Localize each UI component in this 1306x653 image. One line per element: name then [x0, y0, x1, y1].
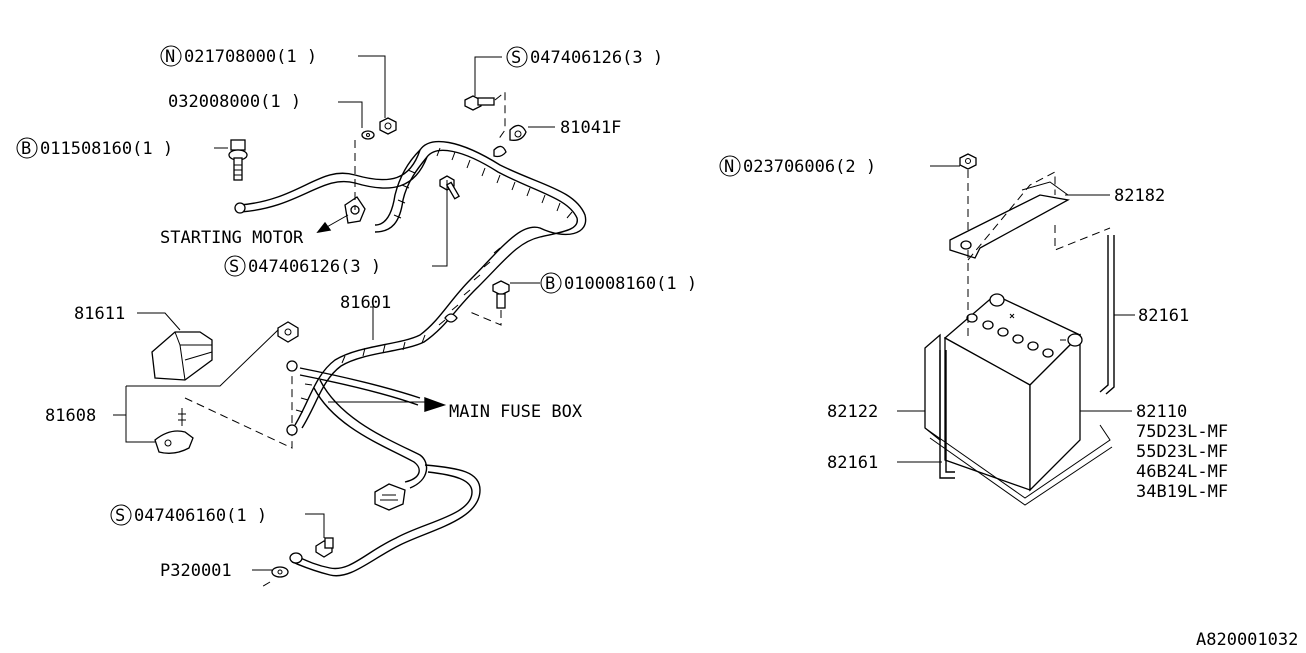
- label-battery-34b19l: 34B19L-MF: [1136, 482, 1228, 502]
- marker-b-010008160: B: [540, 272, 562, 294]
- part-p320001: [271, 552, 303, 578]
- cover-81611: [151, 331, 213, 381]
- ground-terminal: [374, 483, 406, 511]
- marker-s-047406126-top: S: [506, 46, 528, 68]
- marker-n-023706006: N: [719, 155, 741, 177]
- marker-n-021708000: N: [160, 45, 182, 67]
- battery-82110: [943, 293, 1083, 492]
- clip-81041f: [493, 124, 527, 158]
- marker-s-047406160: S: [110, 504, 132, 526]
- svg-text:S: S: [229, 257, 239, 277]
- leader-lines-left: [113, 55, 555, 571]
- label-p320001: P320001: [160, 561, 232, 581]
- label-81041f: 81041F: [560, 118, 621, 138]
- label-047406126-mid: 047406126(3 ): [248, 257, 381, 277]
- bolt-010008160: [492, 280, 510, 309]
- svg-text:S: S: [115, 506, 125, 526]
- figure-code: A820001032: [1196, 630, 1298, 650]
- starting-motor-terminal: [234, 196, 366, 233]
- battery-cable-harness: [239, 140, 587, 577]
- label-battery-46b24l: 46B24L-MF: [1136, 462, 1228, 482]
- washer-032008000: [361, 130, 375, 140]
- terminal-nut-top: [277, 321, 299, 436]
- tray-82122: [924, 333, 1113, 506]
- label-021708000: 021708000(1 ): [184, 47, 317, 67]
- label-82161-right: 82161: [1138, 306, 1189, 326]
- label-starting-motor: STARTING MOTOR: [160, 228, 304, 248]
- svg-text:B: B: [545, 274, 555, 294]
- marker-b-011508160: B: [16, 137, 38, 159]
- bracket-82182: [949, 181, 1070, 259]
- marker-s-047406126-mid: S: [224, 255, 246, 277]
- svg-text:N: N: [724, 157, 734, 177]
- label-010008160: 010008160(1 ): [564, 274, 697, 294]
- label-battery-75d23l: 75D23L-MF: [1136, 422, 1228, 442]
- label-047406160: 047406160(1 ): [134, 506, 267, 526]
- bolt-047406126-mid: [439, 175, 460, 200]
- bolt-047406126-top: [464, 95, 495, 111]
- nut-021708000: [379, 117, 397, 135]
- bolt-047406160: [315, 537, 334, 558]
- label-battery-55d23l: 55D23L-MF: [1136, 442, 1228, 462]
- terminal-clamp-81608: [154, 408, 194, 454]
- rod-82161-right: [1099, 235, 1115, 395]
- nut-023706006: [959, 153, 977, 170]
- svg-text:S: S: [511, 48, 521, 68]
- label-047406126-top: 047406126(3 ): [530, 48, 663, 68]
- label-82122: 82122: [827, 402, 878, 422]
- label-81611: 81611: [74, 304, 125, 324]
- label-81608: 81608: [45, 406, 96, 426]
- label-82161-left: 82161: [827, 453, 878, 473]
- leader-lines-right: [897, 165, 1135, 463]
- label-82110: 82110: [1136, 402, 1187, 422]
- label-032008000: 032008000(1 ): [168, 92, 301, 112]
- svg-text:N: N: [165, 47, 175, 67]
- label-011508160: 011508160(1 ): [40, 139, 173, 159]
- bolt-011508160: [228, 139, 248, 181]
- label-023706006: 023706006(2 ): [743, 157, 876, 177]
- rod-82161-left: [939, 350, 955, 479]
- label-main-fuse-box: MAIN FUSE BOX: [449, 402, 583, 422]
- svg-text:B: B: [21, 139, 31, 159]
- label-82182: 82182: [1114, 186, 1165, 206]
- label-81601: 81601: [340, 293, 391, 313]
